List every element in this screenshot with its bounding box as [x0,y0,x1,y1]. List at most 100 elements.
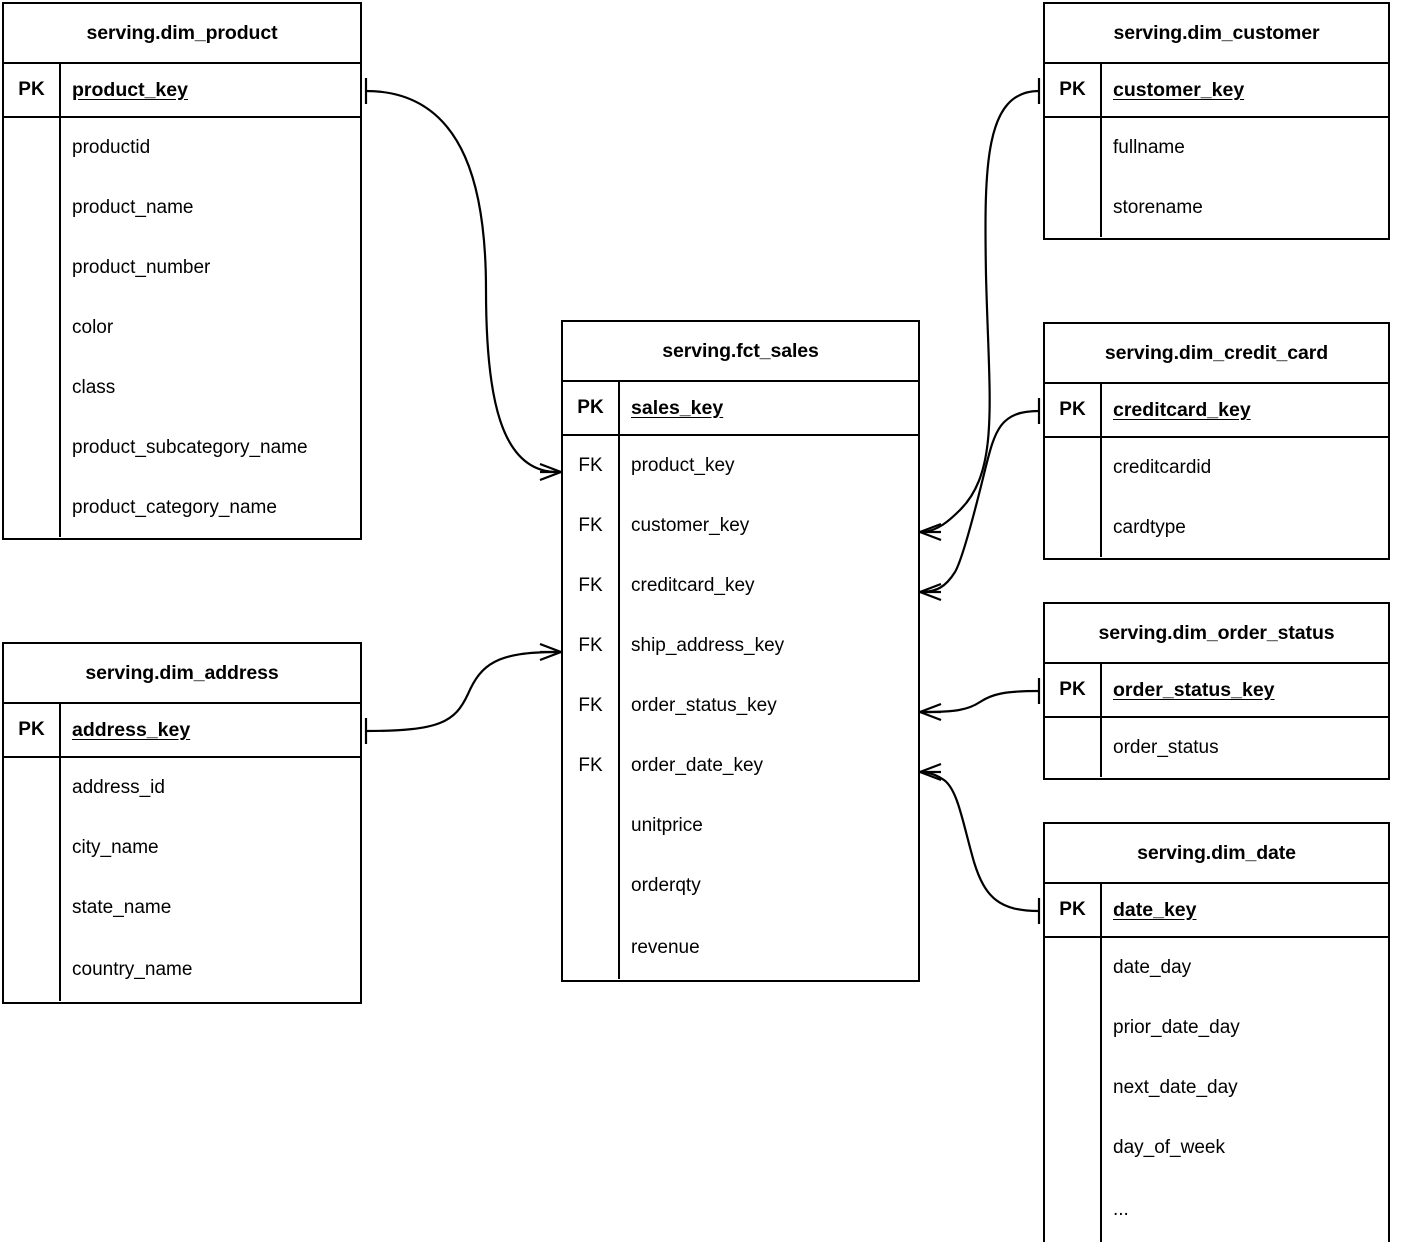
field-name: orderqty [620,875,918,897]
field-name: country_name [61,959,360,981]
field-row: color [4,298,360,358]
field-text: storename [1113,196,1203,218]
crowsfoot-upper-address [539,642,562,654]
key-badge-empty [1045,998,1102,1058]
pk-badge-text: PK [1059,79,1086,100]
pk-field-name: sales_key [620,382,918,434]
pk-field-name: order_status_key [1102,664,1388,716]
entity-dim-order-status[interactable]: serving.dim_order_status PK order_status… [1043,602,1390,780]
field-row: product_number [4,238,360,298]
field-row: product_name [4,178,360,238]
fields-dim-address: address_id city_name state_name country_… [4,758,360,1001]
fk-badge: FK [563,496,620,556]
pk-badge: PK [4,704,61,756]
fk-badge-text: FK [578,695,603,716]
pk-badge: PK [1045,64,1102,116]
entity-title-text: serving.dim_address [85,661,279,684]
field-text: state_name [72,897,172,919]
key-badge-empty [1045,498,1102,557]
pk-field-text: creditcard_key [1113,398,1251,421]
entity-dim-date[interactable]: serving.dim_date PK date_key date_day pr… [1043,822,1390,1242]
field-name: prior_date_day [1102,1017,1388,1039]
key-badge-empty [4,358,61,418]
field-text: cardtype [1113,516,1186,538]
fields-dim-product: productid product_name product_number co… [4,118,360,537]
field-name: address_id [61,777,360,799]
field-text: fullname [1113,137,1185,159]
field-name: product_subcategory_name [61,437,360,459]
field-text: order_status [1113,736,1219,758]
key-badge-empty [4,418,61,478]
entity-title-text: serving.dim_order_status [1098,621,1335,644]
crowsfoot-lower-address [539,650,562,662]
field-name: fullname [1102,137,1388,159]
entity-title-dim-order-status: serving.dim_order_status [1045,604,1388,662]
key-badge-empty [1045,718,1102,777]
entity-title-dim-date: serving.dim_date [1045,824,1388,882]
field-text: order_status_key [631,695,777,717]
field-text: color [72,317,114,339]
pk-badge-text: PK [1059,679,1086,700]
field-text: next_date_day [1113,1077,1238,1099]
field-row: cardtype [1045,498,1388,557]
entity-title-fct-sales: serving.fct_sales [563,322,918,380]
key-badge-empty [4,478,61,537]
entity-dim-credit-card[interactable]: serving.dim_credit_card PK creditcard_ke… [1043,322,1390,560]
field-row: city_name [4,818,360,878]
field-row: revenue [563,916,918,979]
field-name: productid [61,137,360,159]
field-row: product_category_name [4,478,360,537]
field-name: ... [1102,1199,1388,1221]
pk-badge: PK [563,382,620,434]
field-name: product_category_name [61,497,360,519]
key-badge-empty [4,818,61,878]
entity-dim-address[interactable]: serving.dim_address PK address_key addre… [2,642,362,1004]
field-text: product_name [72,197,194,219]
pk-badge: PK [1045,384,1102,436]
pk-field-text: customer_key [1113,78,1245,101]
field-row: fullname [1045,118,1388,178]
pk-badge: PK [1045,664,1102,716]
pk-field-text: date_key [1113,898,1197,921]
field-name: next_date_day [1102,1077,1388,1099]
field-row: FK order_date_key [563,736,918,796]
field-row: date_day [1045,938,1388,998]
key-badge-empty [563,916,620,979]
fk-badge-text: FK [578,515,603,536]
connector-date-to-sales [919,762,1041,924]
pk-field-name: date_key [1102,884,1388,936]
pk-row-dim-order-status: PK order_status_key [1045,662,1388,718]
entity-dim-product[interactable]: serving.dim_product PK product_key produ… [2,2,362,540]
field-name: order_date_key [620,755,918,777]
field-name: order_status_key [620,695,918,717]
fk-badge: FK [563,436,620,496]
field-text: country_name [72,958,193,980]
pk-row-dim-product: PK product_key [4,62,360,118]
pk-field-text: address_key [72,718,191,741]
entity-fct-sales[interactable]: serving.fct_sales PK sales_key FK produc… [561,320,920,982]
connector-customer-to-sales [919,78,1041,542]
field-row: FK creditcard_key [563,556,918,616]
key-badge-empty [1045,178,1102,237]
entity-title-text: serving.dim_product [86,21,278,44]
field-row: class [4,358,360,418]
field-row: product_subcategory_name [4,418,360,478]
entity-title-dim-address: serving.dim_address [4,644,360,702]
fk-badge: FK [563,556,620,616]
entity-title-text: serving.dim_customer [1113,21,1320,44]
key-badge-empty [4,938,61,1001]
field-row: orderqty [563,856,918,916]
field-row: creditcardid [1045,438,1388,498]
pk-field-text: product_key [72,78,188,101]
key-badge-empty [1045,1178,1102,1242]
field-name: ship_address_key [620,635,918,657]
field-text: date_day [1113,957,1192,979]
pk-field-name: creditcard_key [1102,384,1388,436]
fk-badge-text: FK [578,575,603,596]
fields-dim-customer: fullname storename [1045,118,1388,237]
entity-dim-customer[interactable]: serving.dim_customer PK customer_key ful… [1043,2,1390,240]
fk-badge: FK [563,736,620,796]
pk-badge: PK [1045,884,1102,936]
crowsfoot-upper-product [539,462,562,474]
key-badge-empty [4,178,61,238]
